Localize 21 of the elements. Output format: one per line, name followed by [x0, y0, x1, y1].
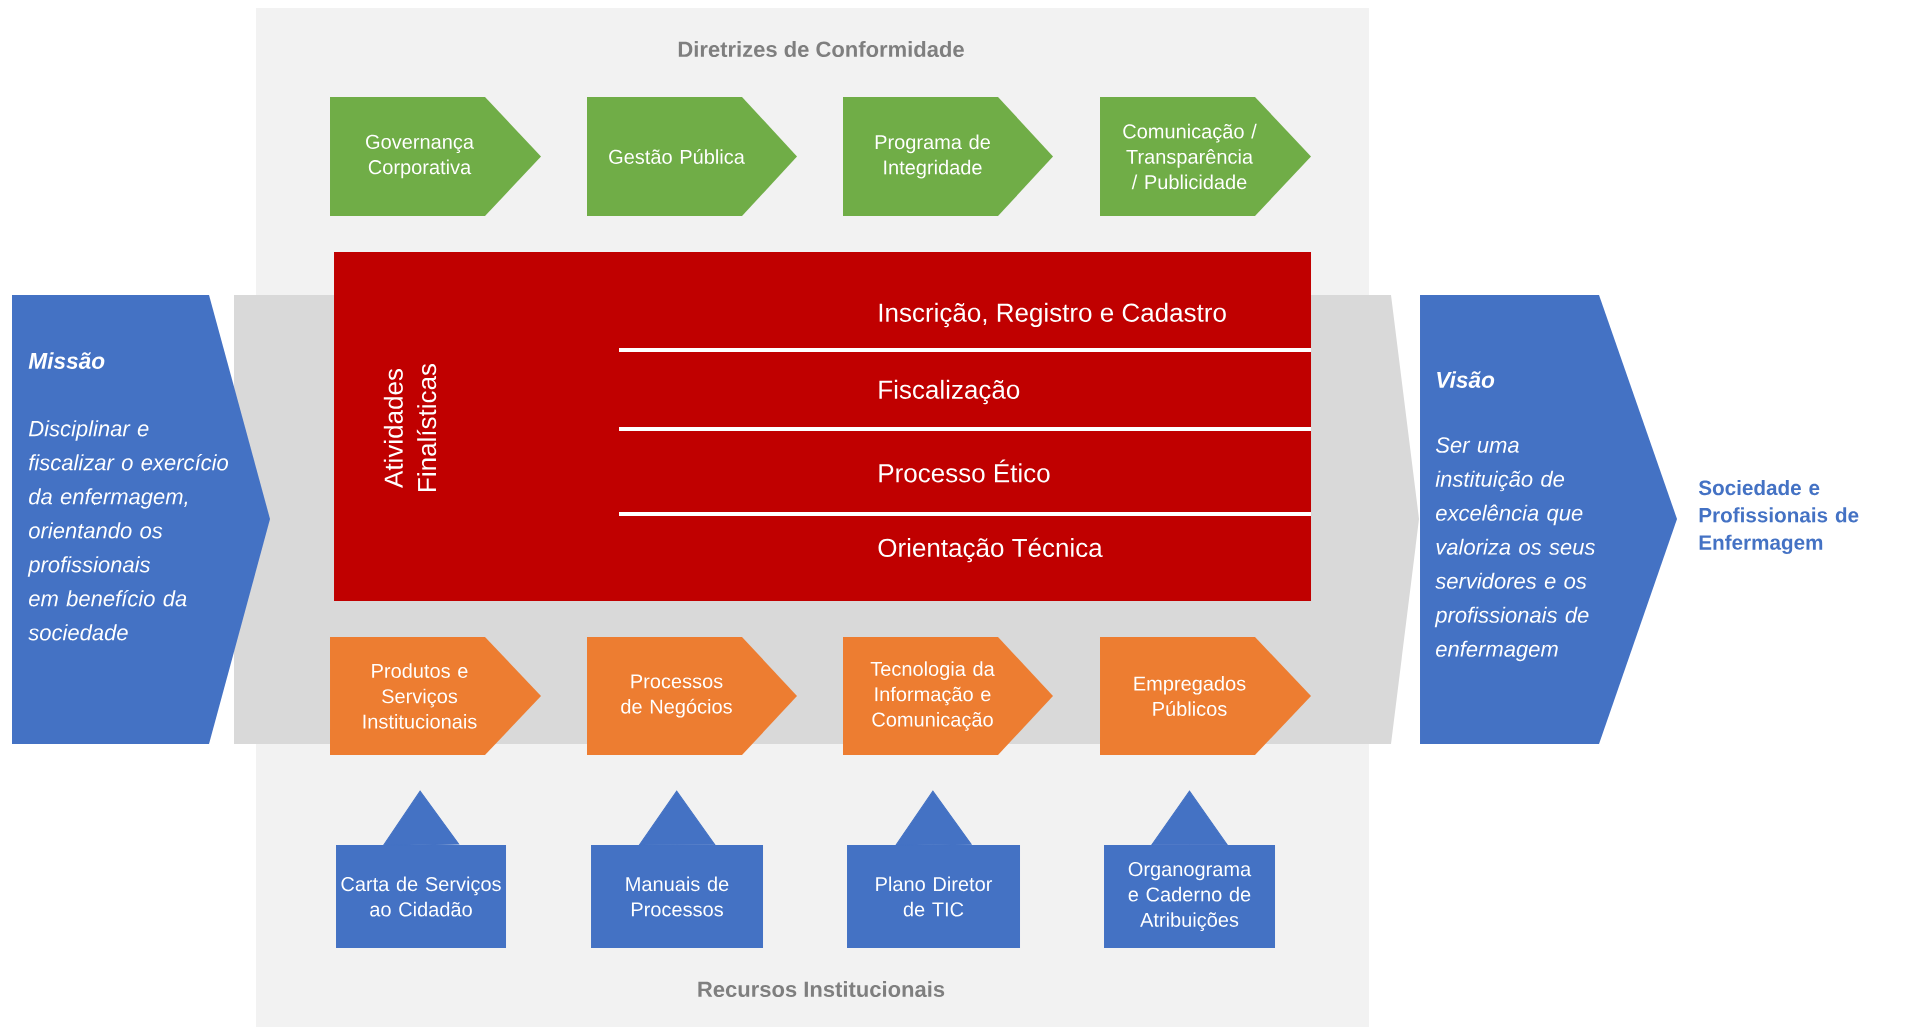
step-box: Produtos e Serviços Institucionais [330, 637, 541, 755]
block-arrow [1151, 790, 1228, 846]
step-box: Processos de Negócios [587, 637, 797, 755]
mission-chevron: Missão Disciplinar e fiscalizar o exercício da enfermagem, orientando os profissionais em benefício da sociedade [12, 295, 270, 744]
step-box: Gestão Pública [587, 97, 797, 216]
block-arrow [895, 790, 972, 846]
activity-row: Orientação Técnica [878, 537, 1103, 563]
activity-row: Processo Ético [879, 459, 1050, 483]
step-box: Tecnologia da Informação e Comunicação [843, 637, 1053, 755]
step-box: Programa de Integridade [843, 97, 1053, 216]
step-box: Comunicação / Transparência / Publicidade [1100, 97, 1311, 216]
block-arrow [638, 790, 716, 846]
step-box: Empregados Públicos [1100, 637, 1311, 755]
activity-row: Fiscalização [879, 379, 1020, 405]
block-arrow [382, 790, 460, 846]
outcome-text: Sociedade e Profissionais de Enfermagem [1698, 480, 1859, 554]
activity-row: Inscrição, Registro e Cadastro [879, 302, 1226, 328]
panel-heading: Recursos Institucionais [698, 980, 945, 998]
panel-heading: Diretrizes de Conformidade [678, 40, 964, 58]
step-box: Governança Corporativa [330, 97, 541, 216]
vision-chevron: Visão Ser uma instituição de excelência que valoriza os seus servidores e os profissionais de enfermagem [1420, 295, 1677, 744]
